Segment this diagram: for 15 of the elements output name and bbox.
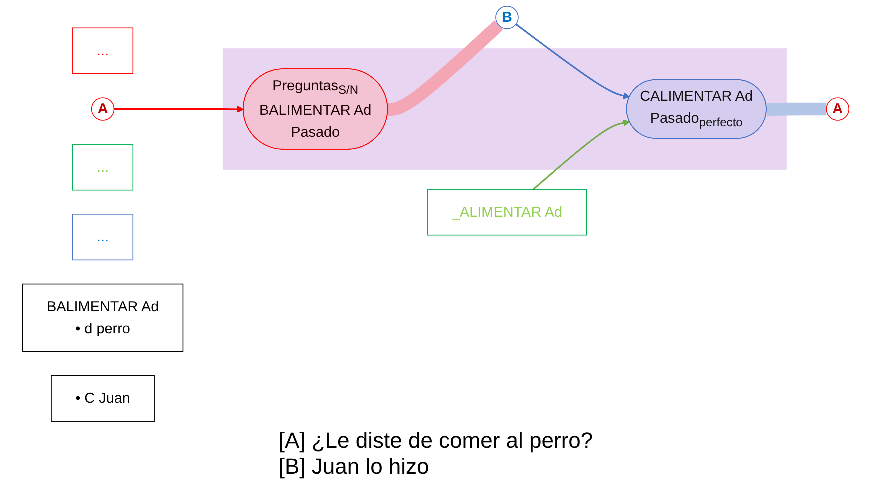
arrow [516,24,630,100]
cluster [222,48,787,170]
node-box: ... [72,214,134,261]
node-circle: B [496,6,519,30]
node-box: BALIMENTAR Ad • d perro [22,284,184,352]
node-box: _ALIMENTAR Ad [427,189,588,236]
node-box: ... [72,144,134,191]
arrow [114,106,244,114]
node-box: • C Juan [51,375,155,422]
node-circle: A [826,98,850,121]
note-text: [A] ¿Le diste de comer al perro? [278,428,594,454]
node-box: ... [72,28,134,74]
note-text: [B] Juan lo hizo [278,454,430,480]
node-circle: A [91,98,115,121]
arrow [533,120,630,190]
